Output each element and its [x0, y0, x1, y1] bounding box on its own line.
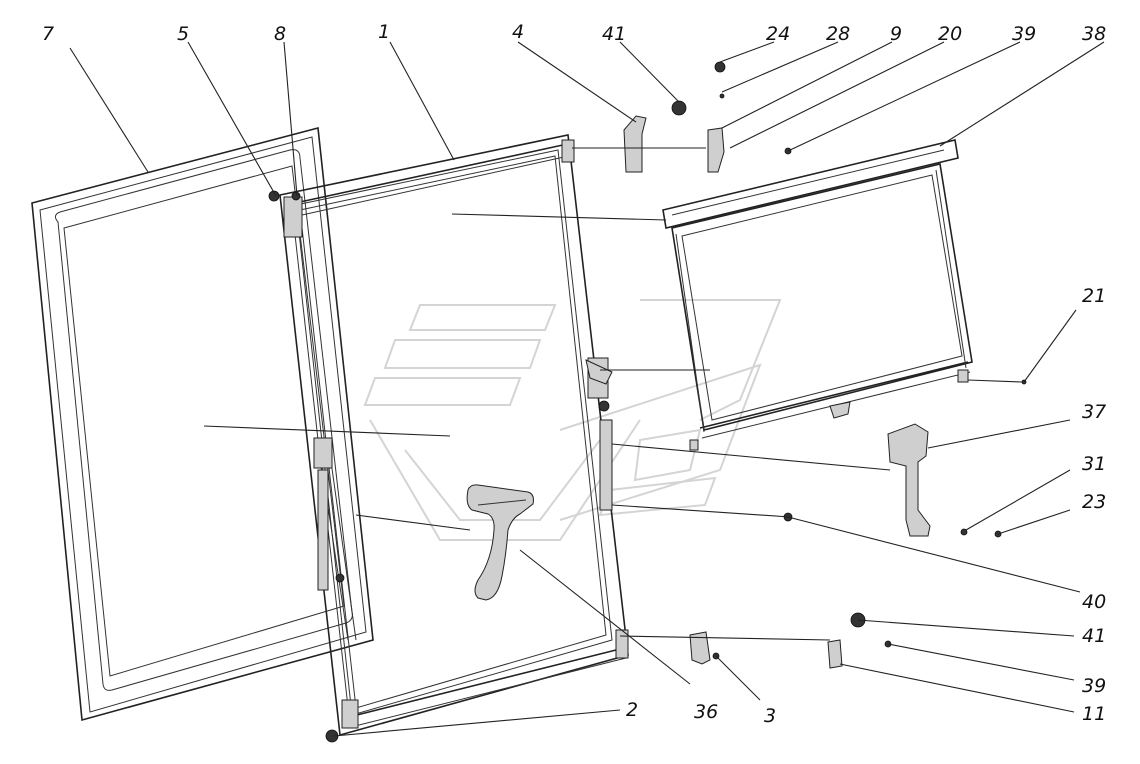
callout-7: 7: [42, 23, 54, 45]
callout-5: 5: [177, 23, 189, 45]
callout-labels: 7 5 8 1 4 41 24 28 9 20 39 38 21 37 31 2…: [42, 21, 1106, 727]
callout-9: 9: [890, 23, 902, 45]
door-handle: [466, 484, 534, 601]
callout-4: 4: [512, 21, 524, 43]
frame-hardware: [268, 139, 629, 743]
callout-36: 36: [694, 701, 718, 723]
callout-21: 21: [1082, 285, 1106, 307]
callout-11: 11: [1082, 703, 1106, 725]
roller-blind: [662, 139, 973, 451]
fasteners: [671, 61, 1027, 660]
callout-39-top: 39: [1012, 23, 1036, 45]
callout-20: 20: [938, 23, 962, 45]
callout-37: 37: [1082, 401, 1106, 423]
callout-24: 24: [766, 23, 790, 45]
callout-40: 40: [1082, 591, 1106, 613]
glass-panel: [31, 126, 374, 722]
callout-2: 2: [626, 699, 638, 721]
callout-38: 38: [1082, 23, 1106, 45]
blind-holder: [887, 423, 931, 537]
leader-lines: [69, 41, 1105, 737]
callout-28: 28: [826, 23, 850, 45]
callout-1: 1: [378, 21, 390, 43]
callout-31: 31: [1082, 453, 1106, 475]
brackets: [623, 115, 843, 669]
callout-23: 23: [1082, 491, 1106, 513]
callout-8: 8: [274, 23, 286, 45]
callout-41-top: 41: [602, 23, 626, 45]
callout-41-bottom: 41: [1082, 625, 1106, 647]
watermark-logo: [363, 299, 782, 541]
callout-39-bottom: 39: [1082, 675, 1106, 697]
callout-3: 3: [764, 705, 776, 727]
